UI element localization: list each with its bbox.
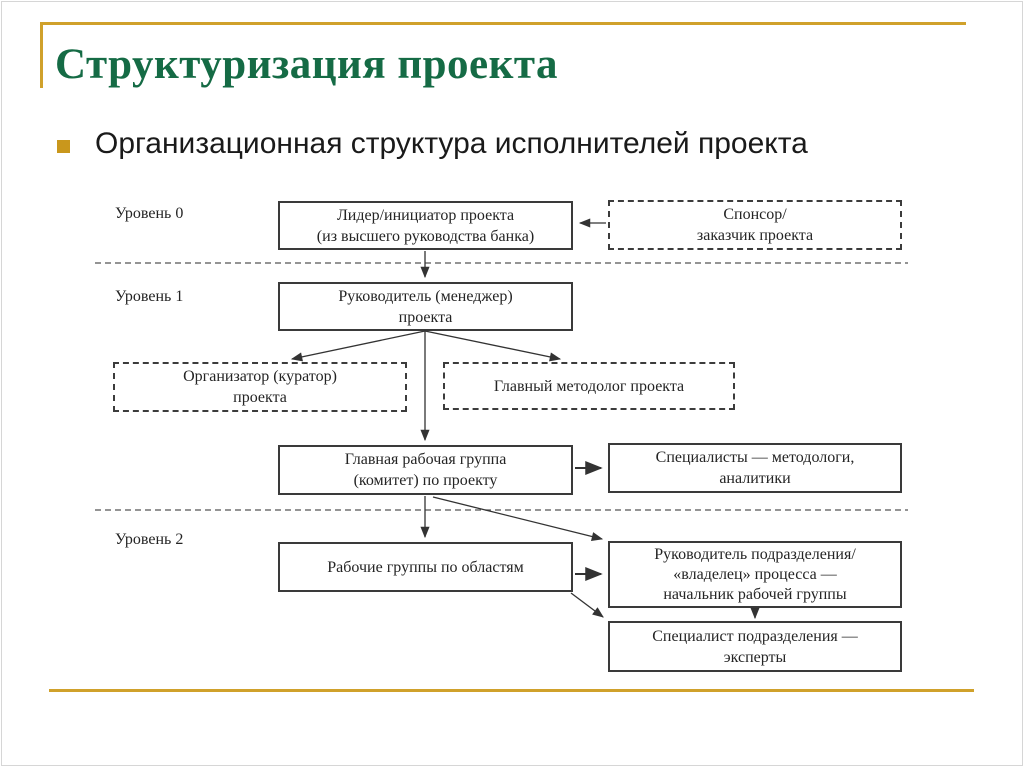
arrow-main-group-to-division-head xyxy=(432,496,604,541)
accent-line-left xyxy=(40,22,43,88)
level-2-label: Уровень 2 xyxy=(115,531,184,548)
bullet-square-icon xyxy=(57,140,70,153)
node-division-head: Руководитель подразделения/ «владелец» п… xyxy=(608,541,902,608)
node-work-groups: Рабочие группы по областям xyxy=(278,542,573,592)
bullet-text: Организационная структура исполнителей п… xyxy=(95,127,808,160)
bullet-item: Организационная структура исполнителей п… xyxy=(57,127,808,161)
accent-line-top xyxy=(41,22,966,25)
page-title: Структуризация проекта xyxy=(55,41,559,88)
node-methodologist: Главный методолог проекта xyxy=(443,362,735,410)
arrow-manager-to-organizer xyxy=(290,330,426,362)
node-sponsor: Спонсор/ заказчик проекта xyxy=(608,200,902,250)
node-specialists: Специалисты — методологи, аналитики xyxy=(608,443,902,493)
arrow-manager-to-methodologist xyxy=(424,330,562,362)
level-1-label: Уровень 1 xyxy=(115,288,184,305)
node-manager: Руководитель (менеджер) проекта xyxy=(278,282,573,331)
node-leader: Лидер/инициатор проекта (из высшего руко… xyxy=(278,201,573,250)
arrow-work-groups-to-division-specialist xyxy=(570,592,604,618)
node-main-group: Главная рабочая группа (комитет) по прое… xyxy=(278,445,573,495)
level-0-label: Уровень 0 xyxy=(115,205,184,222)
node-division-specialist: Специалист подразделения — эксперты xyxy=(608,621,902,672)
accent-line-bottom xyxy=(49,689,974,692)
node-organizer: Организатор (куратор) проекта xyxy=(113,362,407,412)
